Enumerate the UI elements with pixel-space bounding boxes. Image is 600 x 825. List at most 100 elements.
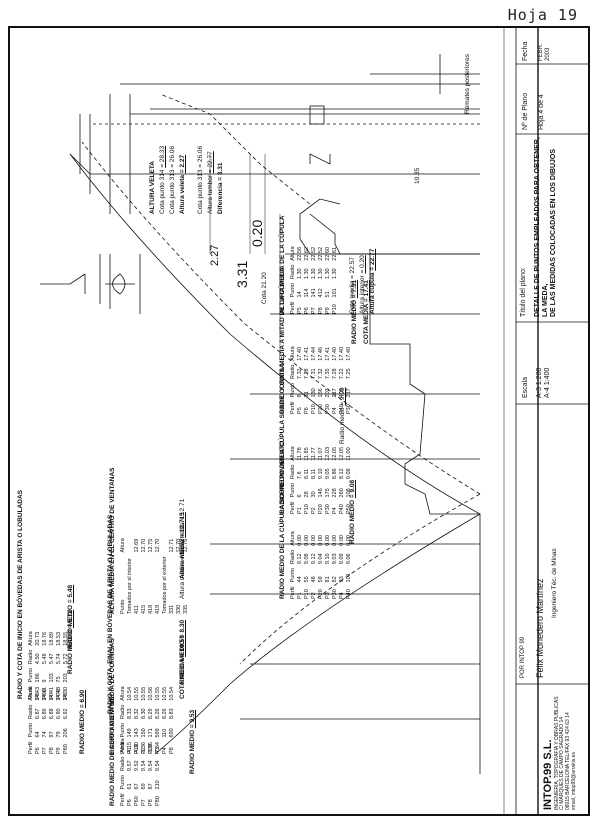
pavimento-cupula-title: RADIO MEDIO DE LA CÚPULA SOBRE PAVIMENTO — [279, 440, 286, 599]
scale-a3: A-3 1:200 — [536, 367, 544, 398]
ventanas-title: ALTURA MEDIA EN EL CENTRO DE VENTANAS — [109, 467, 116, 615]
date-value: FEBR. 2003 — [538, 43, 551, 61]
title-block-plan-number: Nº de Plano Hoja 4 de 4 — [522, 66, 546, 130]
cerramientos-title: RADIO MEDIO DE CERRAMIENTOS — [109, 696, 116, 806]
mitad-cupula-radio: RADIO MEDIO = 7.31 — [351, 279, 358, 344]
remates-label: Remates posteriores — [464, 54, 471, 114]
company-name: INTOP.99 S.L. — [542, 739, 554, 810]
table-row: Tomados por el exterior — [162, 556, 168, 614]
company-line-4: email, intop99@arrakis.es — [570, 752, 577, 810]
drawing-lines — [40, 28, 588, 814]
author-name: Félix Monedero Martínez — [534, 578, 545, 678]
page-label: Hoja 19 — [507, 6, 578, 24]
drawing-sheet: ALTURA VELETA Cota punto 314 = 28.33 Cot… — [8, 26, 590, 816]
veleta-cota-313b: Cota punto 313 = 26.06 — [197, 145, 204, 214]
title-block-plan-title: Título del plano: DETALLE DE PUNTOS EMPL… — [520, 137, 558, 317]
inicio-lobuladas-title: RADIO Y COTA DE INICIO EN BÓVEDAS DE ARI… — [17, 490, 24, 699]
ventanas-altura-media-3: Altura media = 12.72 — [179, 538, 186, 599]
plan-number-label: Nº de Plano — [522, 92, 529, 130]
cornisas-cota: COTA MEDIA = 10.55 — [179, 635, 186, 699]
pavimento-cupula-radio: RADIO MEDIO = 9.08 — [349, 479, 356, 544]
author-por: POR INTOP 99 — [520, 636, 526, 678]
title-block-company: INTOP.99 S.L. INGENIERIA, TOPOGRAFIA Y O… — [542, 688, 578, 810]
table-row: Tomados por el interior — [127, 558, 133, 614]
veleta-cota-313: Cota punto 313 = 26.06 — [169, 145, 176, 214]
scale-label: Escala — [522, 376, 529, 398]
veleta-tambor: Altura tambor = 22.77 — [207, 151, 214, 214]
dim-227: 2.27 — [209, 244, 221, 266]
final-lobuladas-radio: RADIO MEDIO = 6.90 — [79, 689, 86, 754]
cupula-altura: Altura cúpula = 22.77 — [369, 248, 376, 314]
inicio-lobuladas-radio-2: RADIO MEDIO = 5.72 — [67, 609, 74, 674]
cornisa-cupula-radio: Radio medio = 9.09 — [339, 387, 346, 444]
dim-cota: Cota 21.20 — [261, 272, 268, 304]
veleta-title: ALTURA VELETA — [149, 161, 156, 214]
cerramientos-radio: RADIO MEDIO = 9.53 — [189, 709, 196, 774]
date-label: Fecha — [522, 41, 529, 61]
veleta-diferencia: Diferencia = 3.31 — [217, 162, 224, 214]
title-block-author: POR INTOP 99 Félix Monedero Martínez Ing… — [520, 408, 559, 678]
plan-number-value: Hoja 4 de 4 — [538, 94, 546, 130]
dim-020: 0.20 — [249, 219, 265, 247]
mitad-cupula-cota: COTA MEDIA = 17.41 — [363, 280, 370, 344]
veleta-altura: Altura veleta = 2.27 — [179, 154, 186, 214]
veleta-cota-314: Cota punto 314 = 28.33 — [159, 145, 166, 214]
title-block-scale: Escala A-3 1:200 A-4 1:400 — [522, 326, 552, 398]
scale-a4: A-4 1:400 — [544, 367, 552, 398]
author-role: Ingeniero Téc. de Minas — [551, 548, 559, 618]
plan-title-line-2: DE LAS MEDIDAS COLOCADAS EN LOS DIBUJOS — [550, 148, 558, 317]
plan-title-label: Título del plano: — [520, 267, 527, 317]
